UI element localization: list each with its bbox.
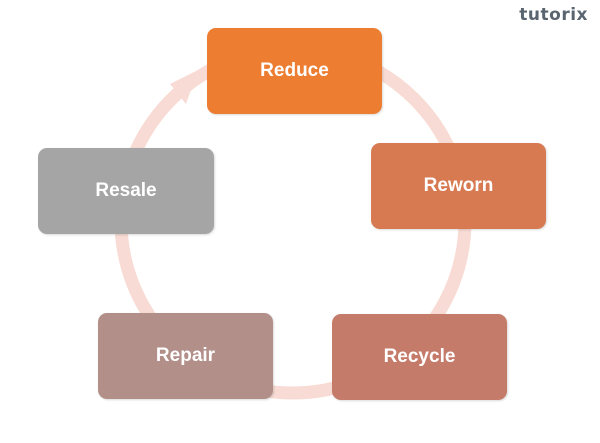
node-reduce-label: Reduce (260, 60, 329, 81)
node-recycle-label: Recycle (383, 346, 456, 367)
tutorix-logo: tutorix (519, 5, 588, 25)
node-repair-label: Repair (155, 345, 216, 366)
node-repair: Repair (98, 313, 273, 399)
node-resale: Resale (38, 148, 214, 234)
node-reworn: Reworn (371, 143, 546, 229)
node-recycle: Recycle (332, 314, 507, 400)
cycle-arrow-head (170, 70, 198, 104)
node-reworn-label: Reworn (423, 175, 494, 196)
node-reduce: Reduce (207, 28, 382, 114)
node-resale-label: Resale (95, 180, 157, 201)
